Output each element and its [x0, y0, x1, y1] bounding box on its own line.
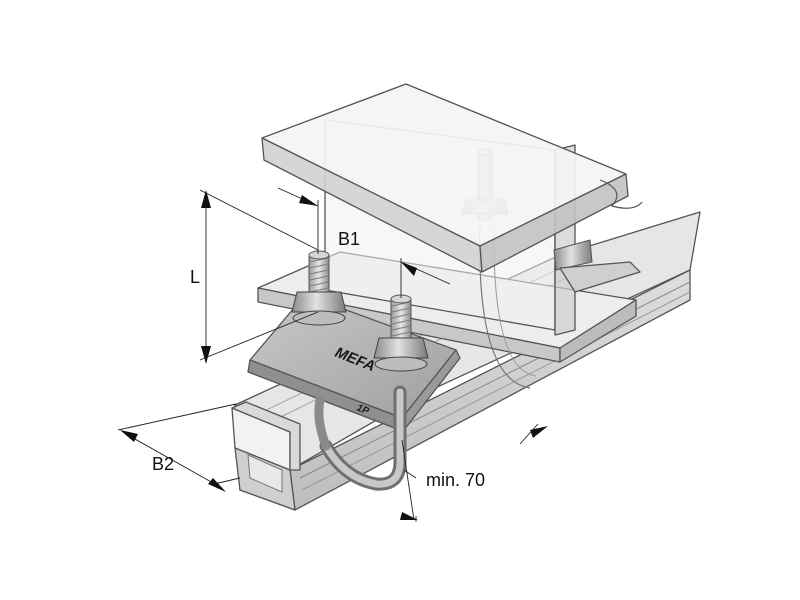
part-code-marking: 1P — [355, 403, 371, 418]
label-min70: min. 70 — [426, 470, 485, 490]
dimension-b2 — [117, 403, 241, 492]
upper-flange-plate — [261, 83, 643, 273]
label-b1: B1 — [338, 229, 360, 249]
bolt-left — [291, 250, 347, 326]
dimension-b1 — [277, 187, 451, 298]
dimension-l — [199, 189, 319, 364]
bolt-right — [373, 294, 429, 372]
dimension-min70 — [400, 423, 548, 522]
label-l: L — [190, 267, 200, 287]
hook-bolt — [314, 385, 407, 491]
label-b2: B2 — [152, 454, 174, 474]
beam-clamp: MEFA 1P — [247, 294, 461, 431]
